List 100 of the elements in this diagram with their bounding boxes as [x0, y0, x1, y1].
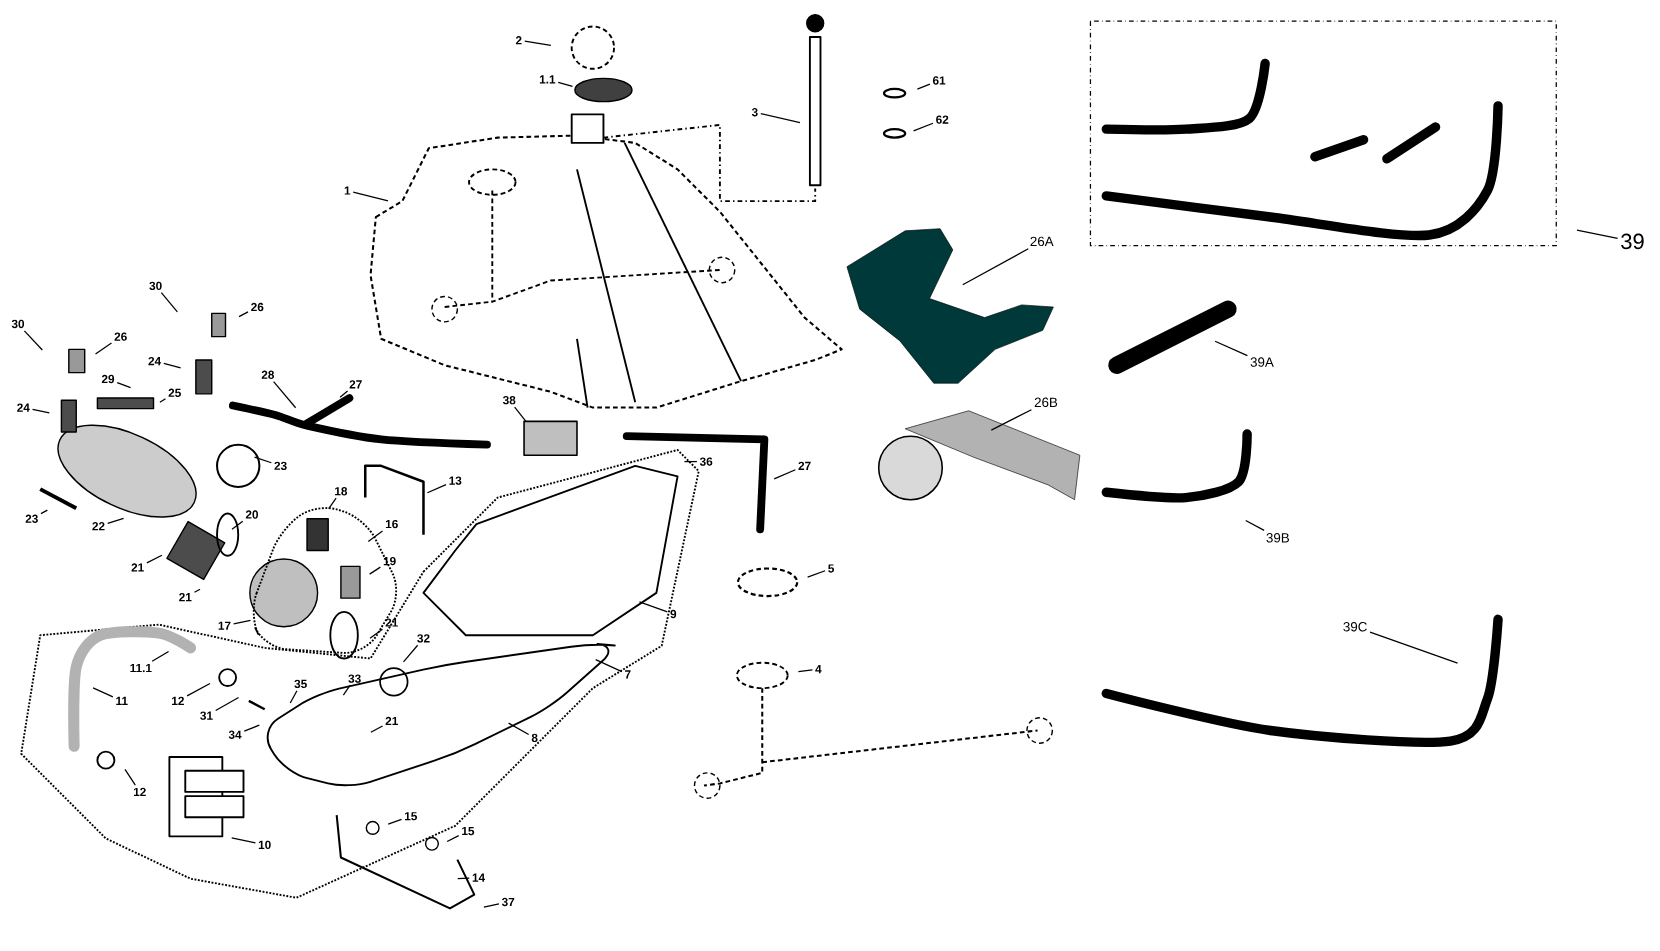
leader-line: [507, 722, 530, 736]
leader-line: [1214, 340, 1249, 357]
callout-number: 38: [502, 396, 516, 405]
leader-line: [159, 398, 167, 404]
leader-line: [238, 311, 249, 318]
leader-line: [231, 837, 257, 844]
callout-number: 26B: [1034, 397, 1058, 408]
leader-line: [163, 363, 182, 369]
callout-number: 21: [385, 618, 398, 627]
leader-line: [116, 382, 132, 389]
callout-number: 30: [11, 319, 25, 329]
leader-line: [369, 566, 381, 575]
callout-number: 21: [179, 593, 192, 602]
callout-number: 7: [625, 670, 631, 679]
callout-number: 39: [1621, 233, 1644, 250]
callout-number: 30: [149, 281, 162, 291]
callout-number: 27: [349, 380, 362, 389]
callout-number: 5: [828, 564, 835, 573]
callout-number: 24: [148, 357, 162, 366]
callout-number: 34: [228, 730, 242, 740]
callout-number: 17: [218, 621, 231, 630]
callout-number: 20: [245, 510, 259, 519]
callout-number: 18: [335, 487, 348, 496]
leader-line: [94, 342, 113, 355]
callout-number: 1: [344, 186, 351, 195]
leader-line: [253, 456, 272, 464]
leader-line: [231, 520, 244, 531]
leader-line: [339, 390, 349, 399]
leader-line: [215, 696, 240, 712]
callout-number: 36: [699, 457, 713, 466]
callout-number: 9: [670, 610, 677, 619]
leader-line: [151, 651, 170, 663]
leader-line: [160, 292, 178, 313]
callout-number: 11: [116, 696, 128, 706]
leader-line: [146, 554, 163, 564]
callout-number: 10: [258, 840, 271, 850]
leader-line: [402, 644, 419, 663]
callout-number: 15: [462, 827, 475, 836]
leader-line: [273, 381, 297, 409]
leader-line: [233, 620, 252, 625]
leader-line: [514, 406, 527, 422]
leader-line: [1369, 631, 1459, 664]
leader-line: [1576, 229, 1619, 240]
callout-number: 13: [449, 476, 462, 485]
leader-line: [595, 659, 623, 673]
callout-number: 11.1: [130, 664, 152, 673]
leader-line: [328, 497, 337, 510]
leader-line: [40, 509, 48, 515]
leader-line: [23, 330, 43, 351]
callout-number: 2: [515, 36, 522, 45]
callout-number: 39C: [1343, 622, 1367, 632]
leader-line: [760, 113, 801, 124]
callout-number: 23: [25, 514, 38, 524]
leader-line: [193, 588, 201, 593]
callout-number: 26: [114, 332, 127, 341]
leader-line: [31, 408, 50, 414]
leader-line: [524, 40, 552, 47]
callout-number: 12: [133, 787, 146, 797]
callout-number: 21: [131, 563, 144, 572]
leader-line: [124, 768, 136, 786]
callout-number: 24: [17, 403, 30, 412]
callout-number: 61: [932, 76, 946, 85]
leader-line: [1245, 519, 1265, 532]
callout-number: 1.1: [539, 75, 556, 84]
callout-number: 62: [936, 115, 949, 124]
callout-number: 33: [348, 674, 361, 683]
leader-line: [186, 683, 211, 697]
callout-number: 25: [168, 388, 181, 398]
callout-number: 26A: [1030, 236, 1054, 247]
leader-line: [92, 687, 114, 698]
callout-number: 35: [294, 679, 307, 689]
callout-number: 31: [200, 711, 213, 720]
callout-number: 22: [92, 522, 105, 531]
callout-number: 3: [751, 108, 758, 117]
callout-number: 28: [261, 370, 275, 380]
leader-line: [369, 628, 384, 639]
callout-number: 8: [531, 733, 538, 743]
leader-line: [797, 669, 814, 673]
callout-number: 29: [101, 375, 115, 384]
leader-line: [912, 122, 934, 132]
leader-line: [426, 484, 447, 494]
leader-line: [352, 191, 389, 202]
callout-number: 14: [472, 873, 485, 882]
leader-line: [243, 724, 260, 732]
callout-number: 15: [404, 812, 417, 821]
callout-number: 27: [798, 461, 811, 471]
callout-number: 4: [815, 665, 822, 674]
callout-number: 23: [274, 461, 287, 471]
callout-number: 37: [501, 897, 515, 907]
leader-line: [342, 685, 351, 696]
callout-number: 26: [251, 303, 264, 312]
leader-line: [638, 601, 668, 613]
leader-line: [367, 530, 384, 543]
leader-line: [483, 903, 500, 908]
leader-line: [962, 248, 1029, 286]
leader-line: [370, 725, 384, 734]
leader-line: [107, 517, 125, 525]
leader-line: [457, 877, 470, 880]
leader-line: [773, 469, 796, 480]
leader-line: [916, 83, 931, 90]
